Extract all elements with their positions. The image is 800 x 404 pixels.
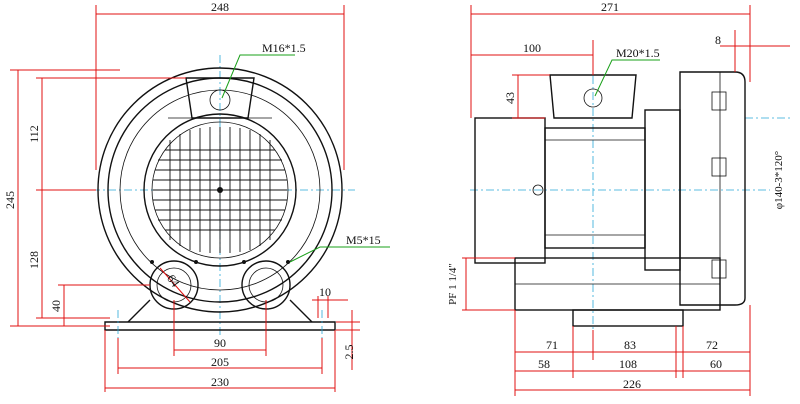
side-top-port [549, 74, 637, 119]
dim-base-height: 40 [49, 300, 63, 312]
leader-side-top-thread [594, 59, 660, 97]
dim-seg-83: 83 [624, 338, 636, 352]
callout-front-top-thread: M16*1.5 [262, 41, 306, 55]
side-base-plate [572, 309, 684, 327]
dim-port-offset: 100 [523, 41, 541, 55]
outlet-port-right-inner [248, 267, 284, 303]
fan-cover-inner-ring [151, 121, 289, 259]
dim-port-height: 43 [503, 92, 517, 104]
dim-overall-length: 271 [601, 0, 619, 14]
leader-side-thread [289, 246, 390, 263]
leader-front-top-thread [221, 54, 295, 99]
dim-foot-thickness: 2.5 [342, 345, 356, 360]
dim-seg-72: 72 [706, 338, 718, 352]
dim-outlet-thread: PF 1 1/4" [447, 263, 459, 305]
dim-overall-height: 245 [3, 191, 17, 209]
side-top-port-hole [583, 88, 603, 108]
motor-body [544, 127, 646, 249]
callout-side-top-thread: M20*1.5 [616, 46, 660, 60]
hub-dot [217, 187, 223, 193]
blower-housing [679, 71, 746, 306]
dim-upper-height: 112 [27, 125, 41, 143]
dim-mount-spacing: 205 [211, 355, 229, 369]
dim-base-226: 226 [623, 377, 641, 391]
dim-lower-height: 128 [27, 251, 41, 269]
dim-seg-71: 71 [546, 338, 558, 352]
dim-vent-spec: φ140-3*120° [773, 151, 785, 209]
front-view: 248 245 112 128 40 90 205 230 [3, 0, 390, 392]
dim-small-gap: 10 [319, 285, 331, 299]
dim-seg-58: 58 [538, 357, 550, 371]
dim-top-width: 248 [211, 0, 229, 14]
callout-side-thread: M5*15 [346, 233, 381, 247]
dim-flange-gap: 8 [715, 33, 721, 47]
dim-seg-108: 108 [619, 357, 637, 371]
dim-base-width: 230 [211, 375, 229, 389]
motor-end-cap [474, 117, 546, 264]
motor-shaft-mark [532, 184, 544, 196]
housing-outer-ring [97, 67, 343, 313]
fan-grille [153, 127, 287, 253]
dim-port-spacing: 90 [214, 336, 226, 350]
front-top-port-hole [209, 89, 231, 111]
fan-cover-ring [143, 113, 297, 267]
side-view: 271 100 8 43 φ140-3*120° PF 1 1/4" 71 83… [447, 0, 790, 396]
dim-seg-60: 60 [710, 357, 722, 371]
